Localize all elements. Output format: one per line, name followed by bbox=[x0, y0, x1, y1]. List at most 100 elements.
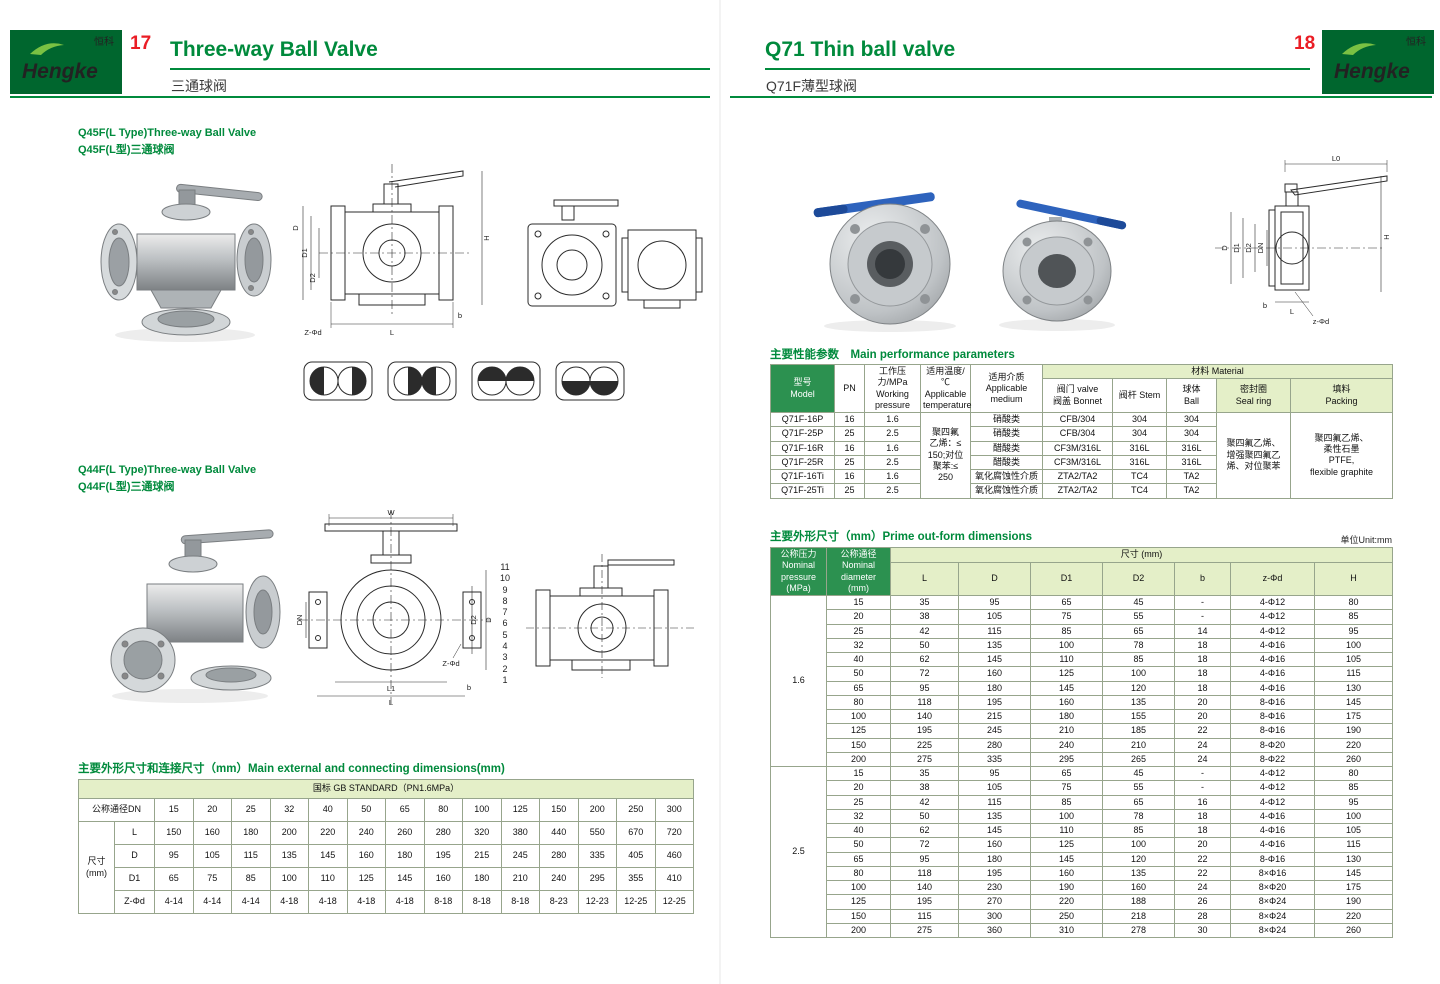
col-header-pn: PN bbox=[834, 364, 865, 413]
table-row: 125 195 245 210 185 22 8-Φ16 190 bbox=[771, 723, 1394, 739]
table-cell: 135 bbox=[269, 844, 309, 868]
table-cell: 320 bbox=[462, 821, 502, 845]
table-row: 65 95 180 145 120 22 8-Φ16 130 bbox=[771, 851, 1394, 867]
table-cell: 460 bbox=[654, 844, 694, 868]
table-cell: 240 bbox=[1030, 737, 1103, 753]
table-cell: 188 bbox=[1102, 894, 1175, 910]
metric-label: Z-Φd bbox=[114, 890, 155, 914]
table-cell: 310 bbox=[1030, 922, 1103, 939]
q44f-valve-photo bbox=[110, 529, 281, 703]
dn-header-row: 公称通径DN 15 20 25 32 40 50 65 80 100 125 1… bbox=[78, 798, 694, 822]
table-cell: 215 bbox=[958, 708, 1031, 725]
dim-label-b: b bbox=[467, 683, 471, 692]
table-cell: 4-Φ16 bbox=[1230, 666, 1315, 682]
table-cell: 42 bbox=[890, 623, 959, 639]
dim-label-d: D bbox=[291, 225, 300, 231]
dn-label: 公称通径DN bbox=[78, 798, 155, 822]
table-cell: 110 bbox=[1030, 651, 1103, 668]
section-title-en: Q44F(L Type)Three-way Ball Valve bbox=[78, 464, 257, 476]
table-cell: 125 bbox=[1030, 837, 1103, 853]
dn-value: 32 bbox=[269, 798, 309, 822]
table-cell: 4-14 bbox=[154, 890, 194, 914]
dn-cell: 65 bbox=[826, 851, 891, 867]
dn-cell: 32 bbox=[826, 808, 891, 825]
dn-cell: 25 bbox=[826, 623, 891, 639]
table-cell: 24 bbox=[1174, 879, 1231, 896]
table-cell: 200 bbox=[269, 821, 309, 845]
table-cell: 4-Φ12 bbox=[1230, 594, 1315, 611]
col-header-ball: 球体 Ball bbox=[1166, 378, 1217, 413]
table-cell: 4-18 bbox=[385, 890, 425, 914]
table-cell: 45 bbox=[1102, 765, 1175, 782]
table-cell: 130 bbox=[1313, 680, 1394, 696]
dim-label-d: D bbox=[1220, 245, 1229, 251]
table-cell: 62 bbox=[890, 651, 959, 668]
table-row: 20 38 105 75 55 - 4-Φ12 85 bbox=[771, 780, 1394, 796]
table-cell: 2.5 bbox=[864, 483, 921, 499]
table-row: 尺寸 (mm) L 150 160 180 200 220 240 260 28… bbox=[78, 821, 694, 914]
table-cell: 氧化腐蚀性介质 bbox=[970, 483, 1043, 499]
table-row: 80 118 195 160 135 22 8×Φ16 145 bbox=[771, 865, 1394, 882]
table-cell: CFB/304 bbox=[1042, 426, 1113, 442]
table-cell: 410 bbox=[654, 867, 694, 891]
table-cell: 75 bbox=[1030, 609, 1103, 625]
table-cell: 275 bbox=[890, 922, 959, 939]
table-cell: 304 bbox=[1166, 411, 1217, 428]
dn-value: 80 bbox=[423, 798, 463, 822]
table-row: 40 62 145 110 85 18 4-Φ16 105 bbox=[771, 822, 1394, 839]
table-cell: 245 bbox=[958, 723, 1031, 739]
col-header-zphid: z-Φd bbox=[1230, 562, 1315, 596]
outline-dimensions-table: 公称压力 Nominal pressure (MPa) 公称通径 Nominal… bbox=[770, 547, 1394, 939]
table-row: 50 72 160 125 100 18 4-Φ16 115 bbox=[771, 666, 1394, 682]
dim-label-l1: L1 bbox=[387, 684, 395, 693]
table-cell: 55 bbox=[1102, 609, 1175, 625]
page-title: Three-way Ball Valve bbox=[170, 38, 378, 61]
table-cell: 12-25 bbox=[654, 890, 694, 914]
table-cell: 55 bbox=[1102, 780, 1175, 796]
table-cell: 65 bbox=[154, 867, 194, 891]
brand-logo-graphic: 恒科 Hengke bbox=[1322, 30, 1434, 94]
dim-label-l: L bbox=[389, 698, 393, 707]
section-title-en: Q45F(L Type)Three-way Ball Valve bbox=[78, 127, 257, 139]
dim-label-dn: DN bbox=[1256, 243, 1265, 254]
table-cell: 160 bbox=[958, 837, 1031, 853]
col-header-size: 尺寸 (mm) bbox=[889, 547, 1394, 563]
table-cell: 12-23 bbox=[577, 890, 617, 914]
table-cell: 220 bbox=[308, 821, 348, 845]
table-cell: 550 bbox=[577, 821, 617, 845]
table-row: 65 95 180 145 120 18 4-Φ16 130 bbox=[771, 680, 1394, 696]
col-header-nominal-pressure: 公称压力 Nominal pressure (MPa) bbox=[770, 547, 827, 596]
table-cell: 360 bbox=[958, 922, 1031, 939]
dim-label-b: b bbox=[458, 311, 462, 320]
col-header-D2: D2 bbox=[1102, 562, 1175, 596]
dim-label-zd: Z-Φd bbox=[304, 328, 321, 337]
flow-pattern-1 bbox=[303, 361, 373, 401]
pressure-group-label: 1.6 bbox=[770, 595, 827, 767]
table-cell: 85 bbox=[1102, 822, 1175, 839]
dn-cell: 125 bbox=[826, 723, 891, 739]
table-cell: - bbox=[1174, 765, 1231, 782]
table-cell: 160 bbox=[958, 666, 1031, 682]
table-cell: 720 bbox=[654, 821, 694, 845]
table-cell: 280 bbox=[539, 844, 579, 868]
table-row: Z-Φd 4-14 4-14 4-14 4-18 4-18 4-18 4-18 … bbox=[79, 890, 694, 914]
table-cell: 18 bbox=[1174, 680, 1231, 696]
brand-name: Hengke bbox=[1334, 60, 1410, 83]
table-cell: 8-Φ16 bbox=[1230, 708, 1315, 725]
table-cell: 4-Φ16 bbox=[1230, 822, 1315, 839]
parts-callout-numbers: 11 10 9 8 7 6 5 4 3 2 1 bbox=[499, 562, 510, 685]
table-cell: 14 bbox=[1174, 623, 1231, 639]
dn-cell: 150 bbox=[826, 737, 891, 753]
dim-label-l0: L0 bbox=[1332, 154, 1340, 163]
table-cell: 115 bbox=[1313, 837, 1394, 853]
table-cell: 100 bbox=[1313, 808, 1394, 825]
title-rule bbox=[765, 68, 1310, 70]
table-cell: 醋酸类 bbox=[970, 440, 1043, 456]
table-cell: 195 bbox=[423, 844, 463, 868]
model-cell: Q71F-16R bbox=[770, 440, 835, 456]
table-cell: 4-14 bbox=[192, 890, 232, 914]
table-cell: 25 bbox=[834, 483, 865, 499]
table-cell: 25 bbox=[834, 454, 865, 471]
table-cell: 8-Φ16 bbox=[1230, 694, 1315, 711]
table-cell: 275 bbox=[890, 751, 959, 768]
